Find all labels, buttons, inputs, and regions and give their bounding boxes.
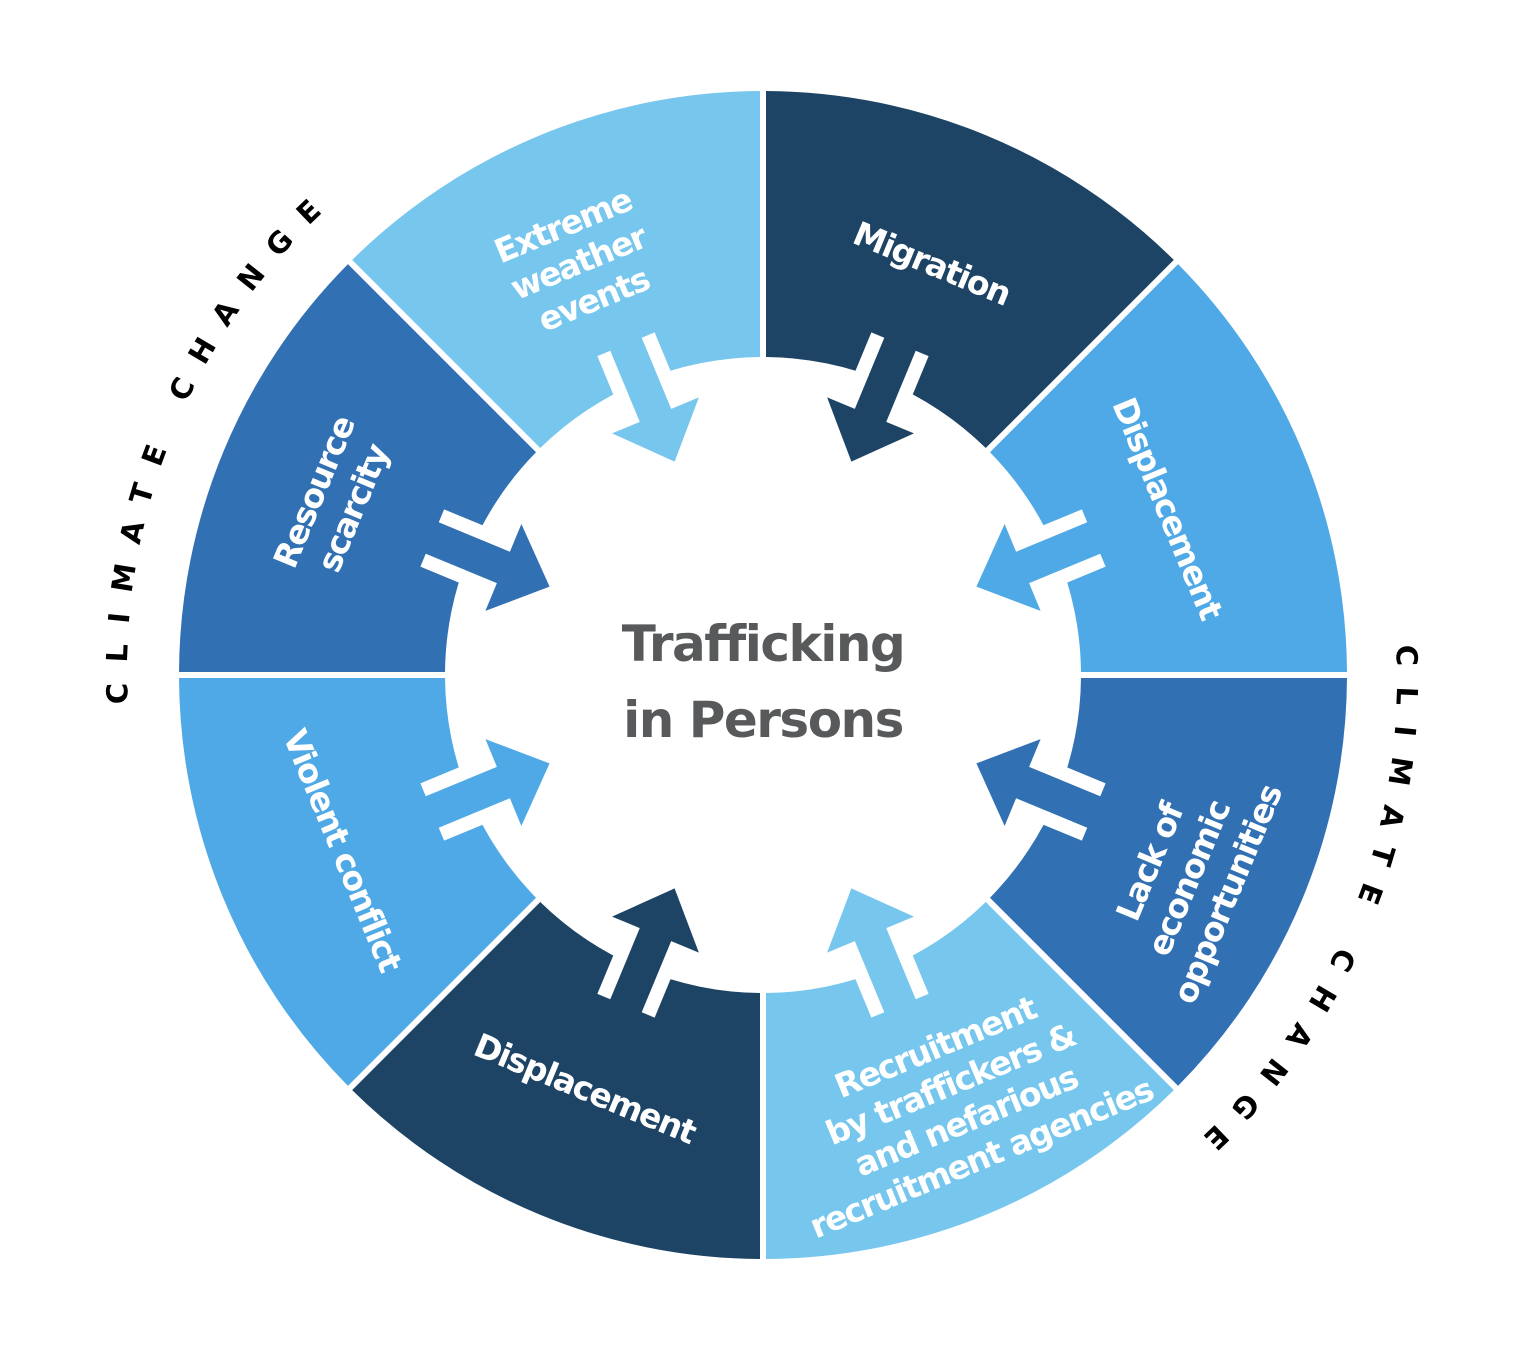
arrow-notch bbox=[438, 509, 483, 539]
arrow-notch bbox=[855, 973, 885, 1018]
arrow-inward-icon bbox=[976, 739, 1069, 826]
arrow-notch bbox=[438, 811, 483, 841]
arrows-layer bbox=[420, 332, 1106, 1018]
center-title-line-2: in Persons bbox=[623, 691, 903, 749]
arrow-notch bbox=[1043, 509, 1088, 539]
arrow-inward-icon bbox=[457, 739, 550, 826]
arrow-inward-icon bbox=[976, 524, 1069, 611]
arrow-notch bbox=[641, 332, 671, 377]
arrow-notch bbox=[1061, 767, 1106, 797]
arrow-notch bbox=[597, 955, 627, 1000]
arrow-inward-icon bbox=[612, 888, 699, 981]
arrow-notch bbox=[420, 553, 465, 583]
center-title-line-1: Trafficking bbox=[622, 615, 905, 673]
arrow-notch bbox=[899, 350, 929, 395]
arrow-inward-icon bbox=[612, 369, 699, 462]
arrow-inward-icon bbox=[827, 369, 914, 462]
arrow-notch bbox=[1061, 553, 1106, 583]
center-title: Trafficking in Persons bbox=[622, 615, 906, 749]
segments-layer bbox=[179, 91, 1347, 1259]
arrow-inward-icon bbox=[457, 524, 550, 611]
arrow-notch bbox=[899, 955, 929, 1000]
arrow-notch bbox=[641, 973, 671, 1018]
arrow-notch bbox=[420, 767, 465, 797]
arrow-notch bbox=[597, 350, 627, 395]
arrow-notch bbox=[1043, 811, 1088, 841]
arrow-inward-icon bbox=[827, 888, 914, 981]
arrow-notch bbox=[855, 332, 885, 377]
